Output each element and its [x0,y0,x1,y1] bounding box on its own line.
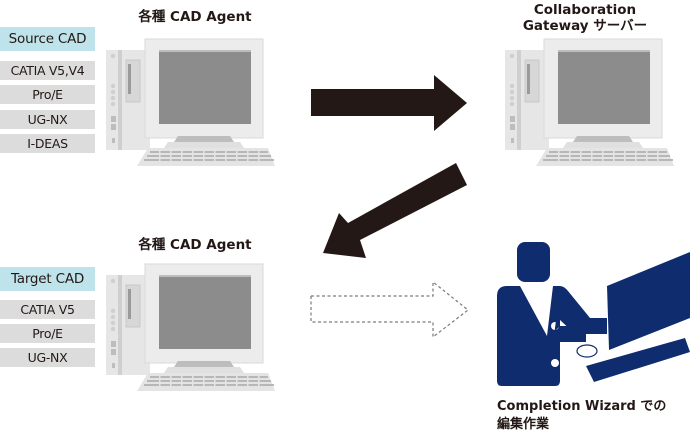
gateway-title-line2: Gateway サーバー [522,18,648,34]
target-cad-header: Target CAD [0,267,95,291]
target-cad-item: UG-NX [0,348,95,367]
source-cad-item: Pro/E [0,85,95,104]
source-cad-item: CATIA V5,V4 [0,61,95,80]
arrow-dashed-right-icon [310,280,469,339]
wizard-caption-line1: Completion Wizard での [497,399,667,414]
gateway-title-line1: Collaboration [533,2,637,18]
source-cad-header: Source CAD [0,27,95,51]
target-agent-computer-icon [106,263,275,391]
target-agent-title: 各種 CAD Agent [138,237,252,253]
arrow-diagonal-down-left-icon [323,163,467,258]
source-agent-title: 各種 CAD Agent [138,9,252,25]
target-cad-item: Pro/E [0,324,95,343]
source-cad-item: UG-NX [0,110,95,129]
source-cad-item: I-DEAS [0,134,95,153]
arrow-right-icon [311,75,467,131]
gateway-server-computer-icon [505,38,674,166]
source-agent-computer-icon [106,38,275,166]
wizard-caption-line2: 編集作業 [497,417,550,432]
user-at-computer-icon [497,242,690,386]
target-cad-item: CATIA V5 [0,300,95,319]
